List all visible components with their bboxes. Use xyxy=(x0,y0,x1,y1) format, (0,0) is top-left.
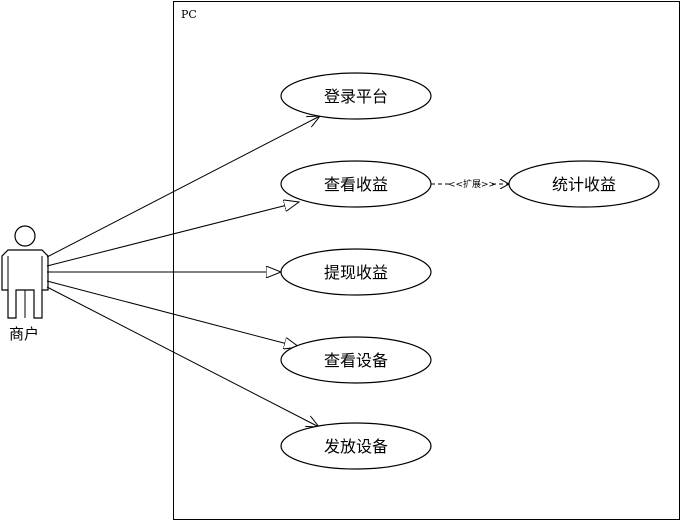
actor-head xyxy=(14,225,36,247)
usecase-withdraw-label: 提现收益 xyxy=(324,263,388,282)
usecase-login-shape xyxy=(280,72,432,120)
usecase-distribute-devices-label: 发放设备 xyxy=(324,437,388,456)
usecase-view-devices[interactable]: 查看设备 xyxy=(280,336,432,384)
system-boundary xyxy=(173,1,680,520)
actor-label: 商户 xyxy=(9,325,39,343)
usecase-withdraw[interactable]: 提现收益 xyxy=(280,248,432,296)
assoc-view-income xyxy=(46,202,299,267)
usecase-stats-income[interactable]: 统计收益 xyxy=(508,160,660,208)
usecase-stats-income-label: 统计收益 xyxy=(552,175,616,194)
actor-merchant[interactable] xyxy=(1,225,49,319)
usecase-view-devices-shape xyxy=(280,336,432,384)
usecase-login-label: 登录平台 xyxy=(324,87,388,106)
assoc-login xyxy=(46,116,320,258)
usecase-stats-income-shape xyxy=(508,160,660,208)
usecase-login[interactable]: 登录平台 xyxy=(280,72,432,120)
usecase-view-devices-label: 查看设备 xyxy=(324,351,388,370)
usecase-view-income-shape xyxy=(280,160,432,208)
assoc-view-devices xyxy=(46,280,299,347)
usecase-view-income-label: 查看收益 xyxy=(324,175,388,194)
extend-stereotype-label: <<扩展>> xyxy=(448,178,496,190)
usecase-withdraw-shape xyxy=(280,248,432,296)
usecase-distribute-devices-shape xyxy=(280,422,432,470)
usecase-view-income[interactable]: 查看收益 xyxy=(280,160,432,208)
system-boundary-label: PC xyxy=(181,8,197,21)
usecase-distribute-devices[interactable]: 发放设备 xyxy=(280,422,432,470)
actor-body xyxy=(1,249,49,319)
assoc-distribute-devices xyxy=(46,286,319,427)
